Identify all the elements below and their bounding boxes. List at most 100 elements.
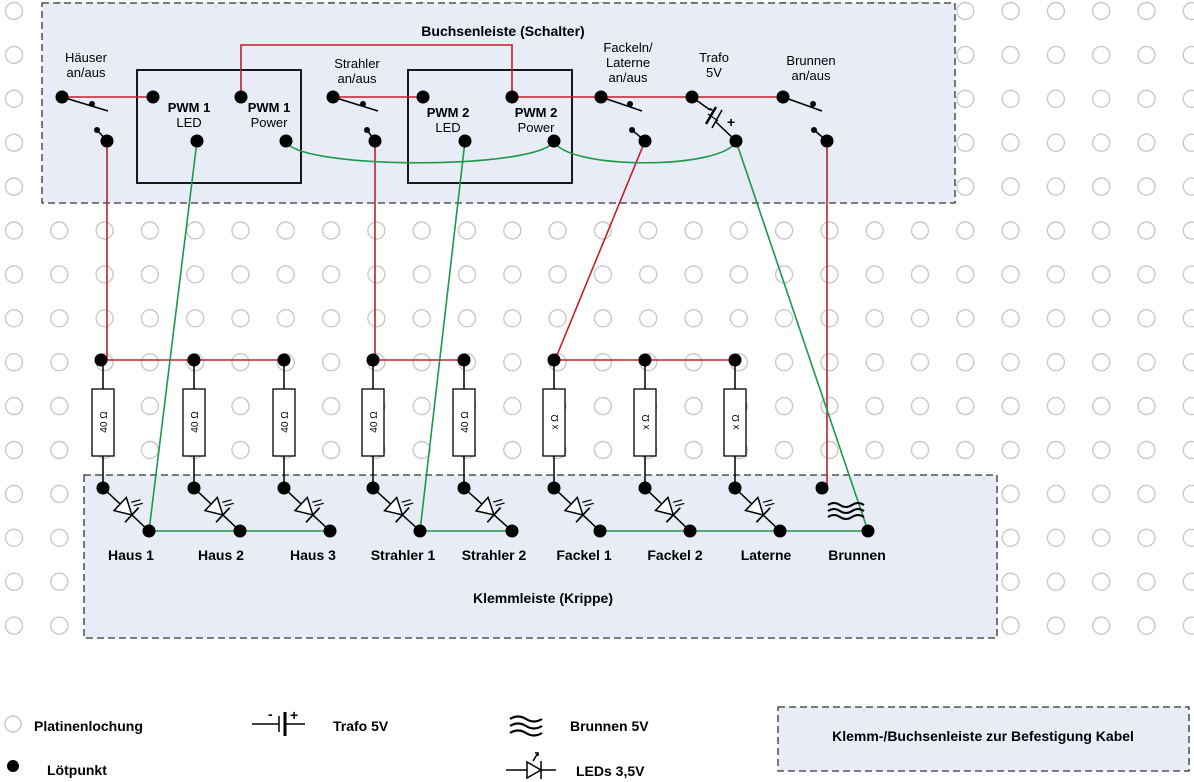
hole xyxy=(503,396,522,416)
hole xyxy=(1182,440,1194,460)
hole xyxy=(50,396,69,416)
hole xyxy=(321,396,341,416)
hole xyxy=(1091,528,1111,547)
hole xyxy=(50,353,69,372)
resistor-value: 40 Ω xyxy=(369,411,380,433)
resistor: 40 Ω xyxy=(182,388,206,457)
hole xyxy=(1091,353,1111,372)
switch-contact xyxy=(360,101,366,107)
hole xyxy=(1182,177,1194,196)
solder-dot xyxy=(547,353,561,367)
solder-dot xyxy=(457,481,471,495)
resistor-value: 40 Ω xyxy=(460,411,471,433)
legend-led-label: LEDs 3,5V xyxy=(576,763,645,779)
hole xyxy=(321,265,341,284)
hole xyxy=(95,309,114,328)
hole xyxy=(1046,484,1066,504)
output-label: Fackel 1 xyxy=(556,547,611,563)
hole xyxy=(910,221,930,240)
resistor-value: x Ω xyxy=(731,414,742,430)
hole xyxy=(1001,221,1020,240)
solder-dot xyxy=(94,353,108,367)
hole xyxy=(4,45,24,65)
hole xyxy=(684,353,703,372)
hole xyxy=(1001,484,1020,504)
hole xyxy=(50,265,69,284)
hole xyxy=(367,309,386,328)
hole xyxy=(231,221,250,240)
hole xyxy=(729,265,748,284)
hole xyxy=(412,221,431,240)
solder-dot xyxy=(638,353,652,367)
hole xyxy=(729,221,748,240)
hole xyxy=(4,89,24,109)
hole xyxy=(1182,45,1194,65)
solder-dot xyxy=(683,524,697,538)
hole xyxy=(865,309,884,328)
solder-dot xyxy=(638,481,652,495)
hole xyxy=(1182,309,1194,328)
solder-dot xyxy=(366,353,380,367)
hole xyxy=(1001,45,1020,65)
hole xyxy=(1001,353,1020,372)
switch-contact xyxy=(89,101,95,107)
hole xyxy=(4,133,24,152)
resistor-value: 40 Ω xyxy=(99,411,110,433)
hole xyxy=(50,440,69,460)
hole xyxy=(503,265,522,284)
hole xyxy=(4,484,24,504)
hole xyxy=(140,396,160,416)
hole xyxy=(231,353,250,372)
hole xyxy=(503,353,522,372)
solder-dot xyxy=(366,481,380,495)
solder-dot xyxy=(773,524,787,538)
pwm2-box xyxy=(407,69,573,184)
solder-dot xyxy=(187,481,201,495)
hole xyxy=(548,221,567,240)
hole xyxy=(1046,1,1066,21)
hole xyxy=(1091,616,1111,635)
resistor-value: 40 Ω xyxy=(190,411,201,433)
resistor: 40 Ω xyxy=(272,388,296,457)
buchsenleiste-title: Buchsenleiste (Schalter) xyxy=(421,23,584,39)
hole xyxy=(503,309,522,328)
switch-contact xyxy=(811,127,817,133)
legend: Platinenlochung Lötpunkt - + Trafo 5V Br… xyxy=(4,706,1190,780)
hole xyxy=(1001,396,1020,416)
legend-hole-icon xyxy=(4,715,22,733)
hole xyxy=(774,221,794,240)
resistor-value: x Ω xyxy=(550,414,561,430)
hole xyxy=(1137,440,1156,460)
green-wires xyxy=(148,140,869,532)
hole xyxy=(1091,133,1111,152)
hole xyxy=(1001,616,1020,635)
hole xyxy=(231,265,250,284)
hole xyxy=(684,396,703,416)
hole xyxy=(140,353,160,372)
hole xyxy=(865,221,884,240)
hole xyxy=(412,440,431,460)
legend-trafo-label: Trafo 5V xyxy=(333,718,389,734)
hole xyxy=(684,221,703,240)
solder-dot xyxy=(594,90,608,104)
hole xyxy=(1001,1,1020,21)
solder-dot xyxy=(326,90,340,104)
resistor: x Ω xyxy=(633,388,657,457)
solder-dot xyxy=(100,134,114,148)
hole xyxy=(1046,177,1066,196)
hole xyxy=(1001,528,1020,547)
output-label: Strahler 1 xyxy=(371,547,436,563)
hole xyxy=(412,265,431,284)
resistor: x Ω xyxy=(723,388,747,457)
hole xyxy=(593,309,613,328)
solder-dot xyxy=(458,134,472,148)
hole xyxy=(956,177,975,196)
hole xyxy=(684,265,703,284)
hole xyxy=(1137,309,1156,328)
